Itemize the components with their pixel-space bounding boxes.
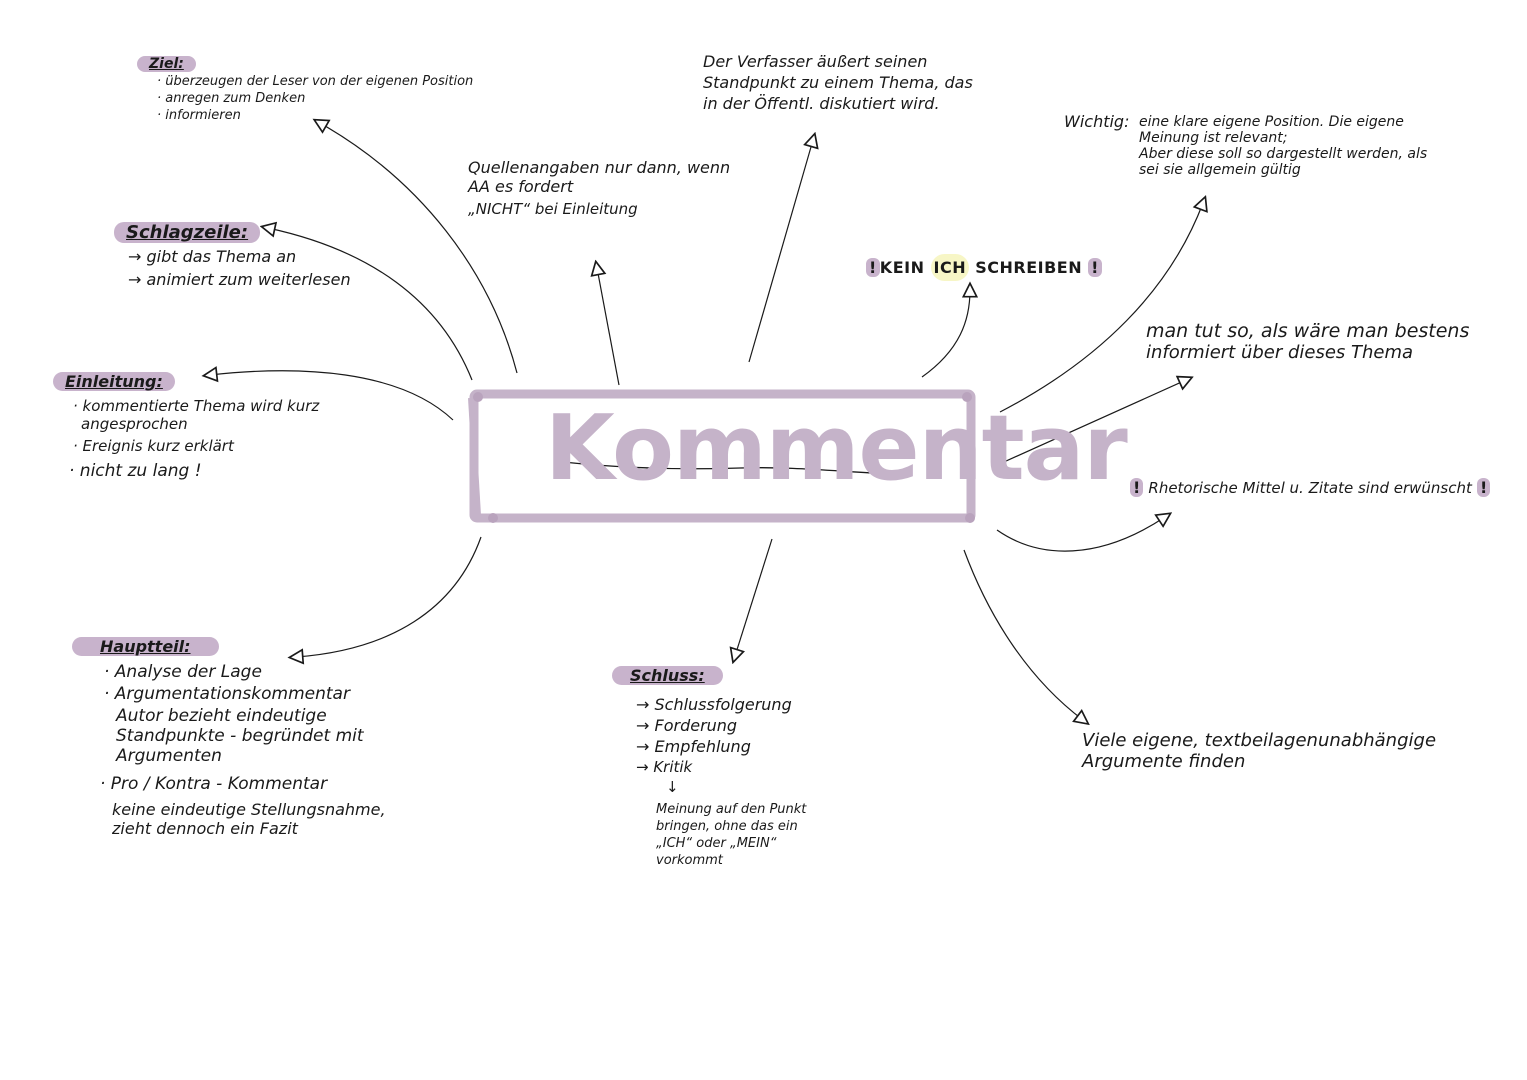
wichtig-line: Meinung ist relevant; [1139, 130, 1288, 146]
einleitung-item: · kommentierte Thema wird kurz [73, 397, 320, 415]
schluss-note: bringen, ohne das ein [656, 819, 798, 834]
hauptteil-heading: Hauptteil: [72, 637, 219, 656]
schluss-note: Meinung auf den Punkt [656, 802, 807, 817]
quellen-line: AA es fordert [468, 177, 574, 196]
schluss-item: → Schlussfolgerung [636, 695, 792, 714]
schlagzeile-item: → animiert zum weiterlesen [128, 270, 351, 289]
hauptteil-item: · Analyse der Lage [104, 662, 262, 682]
arrow-to-informiert [994, 380, 1186, 467]
arrow-to-hauptteil [296, 536, 482, 657]
exclamation-icon: ! [1476, 478, 1491, 497]
title-scribble [562, 461, 906, 475]
ziel-item: · informieren [157, 108, 241, 123]
kein-ich-text-post: SCHREIBEN [969, 258, 1083, 277]
arrow-to-schlagzeile [268, 228, 473, 381]
box-corner-dot [488, 513, 498, 523]
schlagzeile-heading: Schlagzeile: [114, 222, 261, 243]
informiert-line: man tut so, als wäre man bestens [1146, 320, 1470, 342]
box-corner-dot [962, 392, 972, 402]
wichtig-line: Aber diese soll so dargestellt werden, a… [1139, 146, 1428, 162]
kein-ich-warning: !KEIN ICH SCHREIBEN ! [866, 254, 1102, 281]
kein-ich-text-pre: KEIN [879, 258, 931, 277]
arrow-to-verfasser [748, 140, 813, 363]
arrow-to-ziel [320, 123, 518, 374]
schluss-heading: Schluss: [612, 666, 723, 685]
einleitung-item: · Ereignis kurz erklärt [73, 437, 234, 455]
ich-highlight: ICH [930, 254, 970, 281]
einleitung-item: angesprochen [81, 415, 188, 433]
schlagzeile-item: → gibt das Thema an [128, 247, 297, 266]
box-corner-dot [965, 513, 975, 523]
exclamation-icon: ! [1130, 478, 1144, 497]
ziel-heading: Ziel: [137, 56, 196, 72]
arrow-to-wichtig [999, 203, 1203, 413]
wichtig-section: Wichtig: [1064, 112, 1129, 131]
rhetorisch-section: ! Rhetorische Mittel u. Zitate sind erwü… [1130, 478, 1491, 497]
hauptteil-item: · Argumentationskommentar [104, 684, 350, 704]
rhetorisch-text: Rhetorische Mittel u. Zitate sind erwüns… [1148, 479, 1472, 497]
argumente-line: Argumente finden [1082, 751, 1246, 772]
hauptteil-section: Hauptteil: · Analyse der Lage · Argument… [72, 637, 386, 838]
hauptteil-item: Autor bezieht eindeutige [116, 706, 327, 726]
arrow-to-schluss [735, 538, 773, 656]
wichtig-text: eine klare eigene Position. Die eigene M… [1139, 114, 1427, 178]
schluss-note: „ICH“ oder „MEIN“ [656, 836, 777, 851]
verfasser-line: Standpunkt zu einem Thema, das [703, 73, 973, 92]
schluss-item: → Forderung [636, 716, 738, 735]
exclamation-icon: ! [1088, 258, 1102, 277]
verfasser-section: Der Verfasser äußert seinen Standpunkt z… [703, 50, 973, 113]
schluss-item: → Kritik [636, 758, 693, 776]
hauptteil-item: zieht dennoch ein Fazit [112, 819, 298, 838]
wichtig-line: sei sie allgemein gültig [1139, 162, 1301, 178]
einleitung-section: Einleitung: · kommentierte Thema wird ku… [53, 372, 319, 481]
schluss-item: → Empfehlung [636, 737, 751, 756]
einleitung-heading: Einleitung: [53, 372, 175, 391]
arrow-to-argumente [963, 549, 1083, 720]
arrow-to-quellen [597, 268, 620, 386]
down-arrow-icon: ↓ [666, 778, 679, 796]
schluss-section: Schluss: → Schlussfolgerung → Forderung … [612, 666, 806, 868]
verfasser-line: in der Öffentl. diskutiert wird. [703, 94, 940, 113]
wichtig-label: Wichtig: [1064, 112, 1130, 131]
hauptteil-item: Argumenten [116, 746, 222, 766]
ziel-section: Ziel: · überzeugen der Leser von der eig… [137, 53, 473, 123]
ziel-item: · überzeugen der Leser von der eigenen P… [157, 74, 474, 89]
hauptteil-item: · Pro / Kontra - Kommentar [100, 774, 328, 794]
center-title: Kommentar [545, 396, 1128, 501]
argumente-section: Viele eigene, textbeilagenunabhängige Ar… [1082, 730, 1436, 772]
informiert-line: informiert über dieses Thema [1146, 342, 1414, 363]
quellen-section: Quellenangaben nur dann, wenn AA es ford… [468, 158, 730, 218]
schlagzeile-section: Schlagzeile: → gibt das Thema an → animi… [114, 222, 351, 289]
arrow-to-kein-ich [921, 290, 970, 378]
exclamation-icon: ! [866, 258, 880, 277]
informiert-section: man tut so, als wäre man bestens informi… [1146, 320, 1469, 363]
schluss-note: vorkommt [656, 853, 723, 868]
ziel-item: · anregen zum Denken [157, 91, 306, 106]
einleitung-item: · nicht zu lang ! [69, 461, 202, 481]
quellen-line: Quellenangaben nur dann, wenn [468, 158, 731, 177]
quellen-line: „NICHT“ bei Einleitung [468, 200, 638, 218]
center-box-left-stroke [468, 397, 481, 516]
hauptteil-item: Standpunkte - begründet mit [116, 726, 364, 746]
argumente-line: Viele eigene, textbeilagenunabhängige [1082, 730, 1437, 751]
arrow-to-rhetorisch [996, 517, 1165, 552]
wichtig-line: eine klare eigene Position. Die eigene [1139, 114, 1404, 130]
connector-group [210, 123, 1203, 720]
box-corner-dot [473, 392, 483, 402]
arrow-to-einleitung [210, 371, 454, 421]
verfasser-line: Der Verfasser äußert seinen [703, 52, 928, 71]
hauptteil-item: keine eindeutige Stellungsnahme, [112, 800, 386, 819]
